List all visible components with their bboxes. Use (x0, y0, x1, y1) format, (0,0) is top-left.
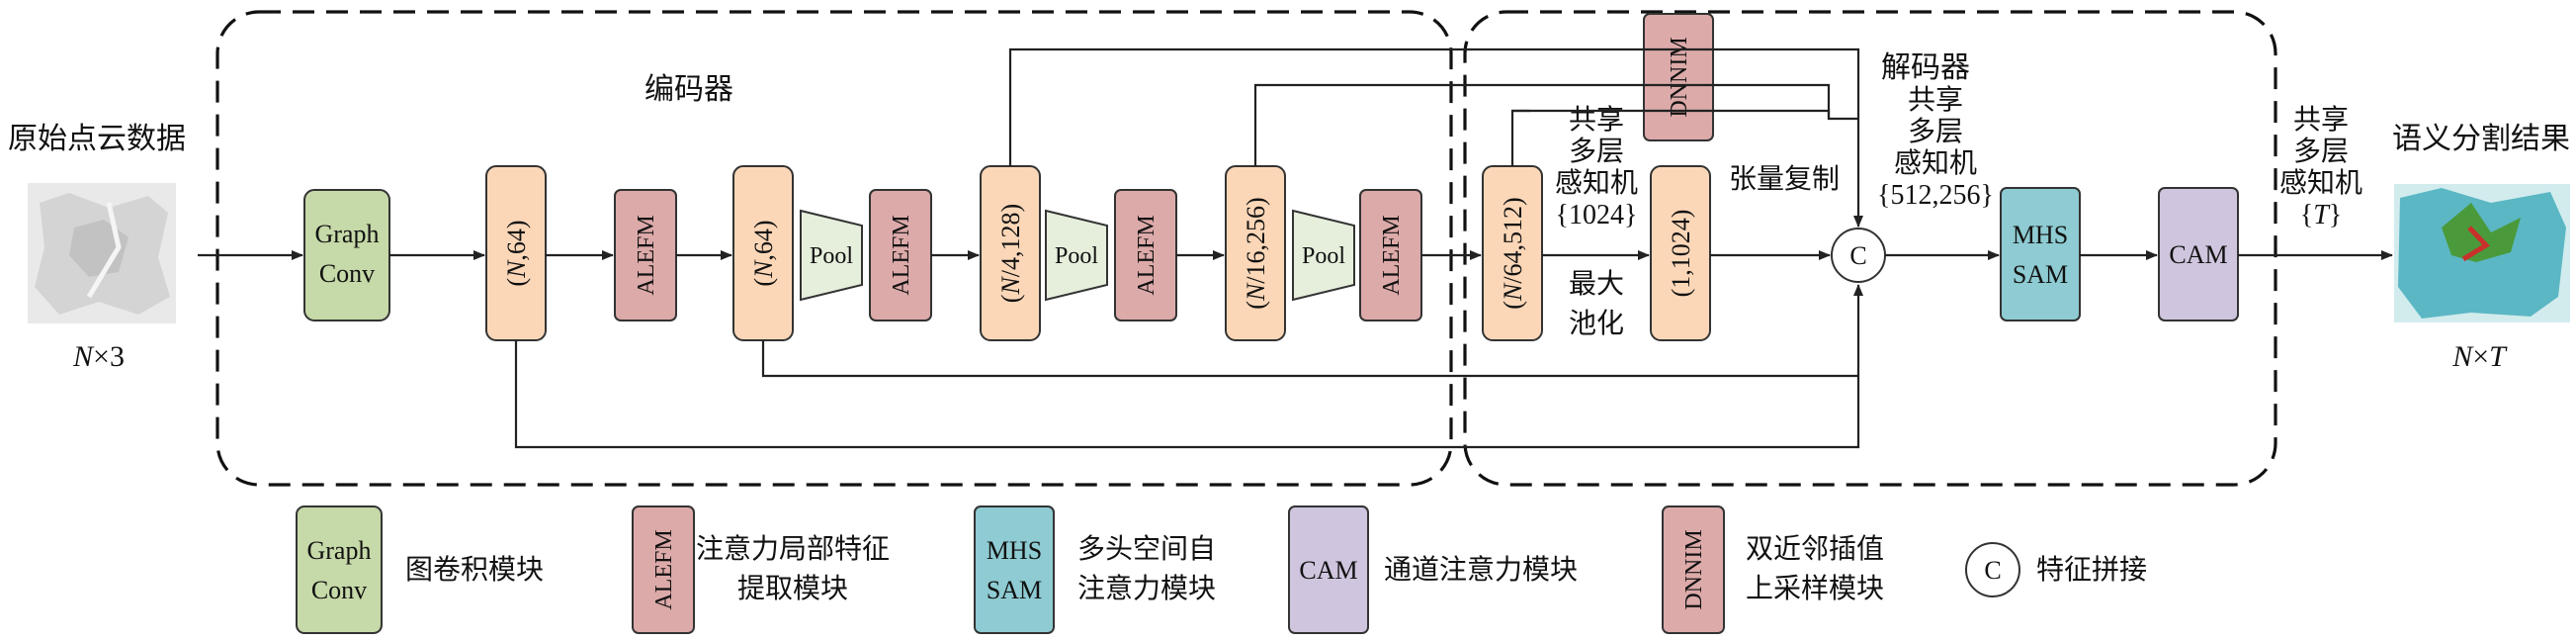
svg-text:多层: 多层 (2293, 136, 2349, 167)
pool-label-1: Pool (810, 243, 853, 269)
mlp-annotation-512-256: 共享 多层 感知机 {512,256} (1877, 84, 1994, 211)
svg-text:ALEFM: ALEFM (651, 529, 677, 609)
legend-alefm-text-2: 提取模块 (737, 573, 848, 604)
legend-graph-conv-swatch (296, 505, 383, 634)
svg-text:{1024}: {1024} (1556, 200, 1638, 230)
input-point-cloud-image (28, 183, 176, 323)
svg-text:C: C (1984, 556, 2001, 585)
svg-text:感知机: 感知机 (1555, 167, 1638, 199)
svg-text:最大: 最大 (1569, 268, 1624, 300)
legend-cam-swatch (1288, 505, 1369, 634)
mlp-annotation-1024: 共享 多层 感知机 {1024} (1555, 104, 1638, 230)
output-size: N×T (2451, 340, 2508, 373)
svg-text:池化: 池化 (1569, 308, 1624, 339)
input-title: 原始点云数据 (8, 123, 186, 155)
alefm-label-3: ALEFM (1134, 215, 1159, 295)
svg-text:多层: 多层 (1569, 136, 1624, 167)
dnnim-block (1643, 13, 1714, 141)
alefm-label-4: ALEFM (1379, 215, 1405, 295)
decoder-region (1463, 10, 2277, 487)
cam-label: CAM (2169, 240, 2227, 269)
tensor-label-n64-512: (N/64,512) (1499, 197, 1527, 309)
graph-conv-label-1: Graph (315, 220, 380, 248)
svg-text:DNNIM: DNNIM (1681, 529, 1707, 609)
input-size-var: N (72, 340, 95, 373)
tensor-label-n16-256: (N/16,256) (1242, 197, 1270, 309)
tensor-copy-annotation: 张量复制 (1729, 163, 1840, 195)
svg-text:多层: 多层 (1908, 116, 1963, 147)
pool-block-2 (1045, 209, 1108, 302)
encoder-region (215, 10, 1453, 487)
tensor-label-1-1024: (1,1024) (1667, 210, 1695, 298)
alefm-label-2: ALEFM (889, 215, 914, 295)
decoder-label: 解码器 (1881, 51, 1970, 84)
svg-text:感知机: 感知机 (2279, 167, 2362, 199)
svg-text:{512,256}: {512,256} (1877, 180, 1994, 211)
pool-label-2: Pool (1055, 243, 1098, 269)
tensor-label-n-64-a: (N,64) (502, 220, 531, 286)
svg-text:Conv: Conv (311, 576, 367, 604)
legend-cam-text: 通道注意力模块 (1384, 554, 1578, 586)
legend-mhs-sam-text-2: 注意力模块 (1077, 573, 1216, 604)
svg-text:共享: 共享 (1569, 104, 1624, 136)
svg-text:{T}: {T} (2300, 200, 2342, 230)
svg-text:MHS: MHS (987, 536, 1042, 565)
pool-label-3: Pool (1302, 243, 1345, 269)
input-size-rest: ×3 (93, 340, 125, 373)
svg-text:SAM: SAM (987, 576, 1042, 604)
encoder-label: 编码器 (644, 73, 733, 106)
legend: Graph Conv 图卷积模块 ALEFM 注意力局部特征 提取模块 MHS … (296, 505, 2147, 634)
svg-text:感知机: 感知机 (1894, 147, 1977, 179)
maxpool-annotation: 最大 池化 (1569, 268, 1624, 339)
input-size: N×3 (72, 340, 125, 373)
legend-alefm-swatch (632, 505, 695, 634)
legend-mhs-sam-swatch (974, 505, 1055, 634)
flow-connectors (198, 47, 2393, 449)
mlp-annotation-t: 共享 多层 感知机 {T} (2279, 104, 2362, 230)
svg-text:共享: 共享 (2293, 104, 2349, 136)
svg-text:共享: 共享 (1908, 84, 1963, 116)
concat-label: C (1849, 241, 1866, 270)
legend-alefm-text-1: 注意力局部特征 (696, 533, 890, 565)
mhs-sam-label-2: SAM (2013, 260, 2068, 289)
alefm-label-1: ALEFM (634, 215, 659, 295)
graph-conv-block (303, 189, 390, 321)
legend-concat-text: 特征拼接 (2036, 554, 2147, 586)
tensor-label-n-64-b: (N,64) (749, 220, 778, 286)
legend-mhs-sam-text-1: 多头空间自 (1077, 533, 1216, 565)
svg-text:CAM: CAM (1299, 556, 1357, 585)
pool-block-1 (800, 209, 863, 302)
pool-block-3 (1292, 209, 1355, 302)
legend-dnnim-swatch (1662, 505, 1725, 634)
legend-dnnim-text-2: 上采样模块 (1746, 573, 1884, 604)
svg-text:Graph: Graph (307, 536, 372, 565)
mhs-sam-block (2000, 187, 2081, 321)
graph-conv-label-2: Conv (319, 259, 375, 288)
legend-concat-swatch (1965, 542, 2020, 597)
tensor-label-n4-128: (N/4,128) (996, 204, 1025, 303)
mhs-sam-label-1: MHS (2013, 221, 2068, 249)
output-title: 语义分割结果 (2392, 123, 2570, 155)
legend-graph-conv-text: 图卷积模块 (405, 554, 544, 586)
tensor-block-1-1024 (1650, 165, 1711, 341)
legend-dnnim-text-1: 双近邻插值 (1746, 533, 1884, 565)
output-segmentation-image (2394, 184, 2570, 322)
